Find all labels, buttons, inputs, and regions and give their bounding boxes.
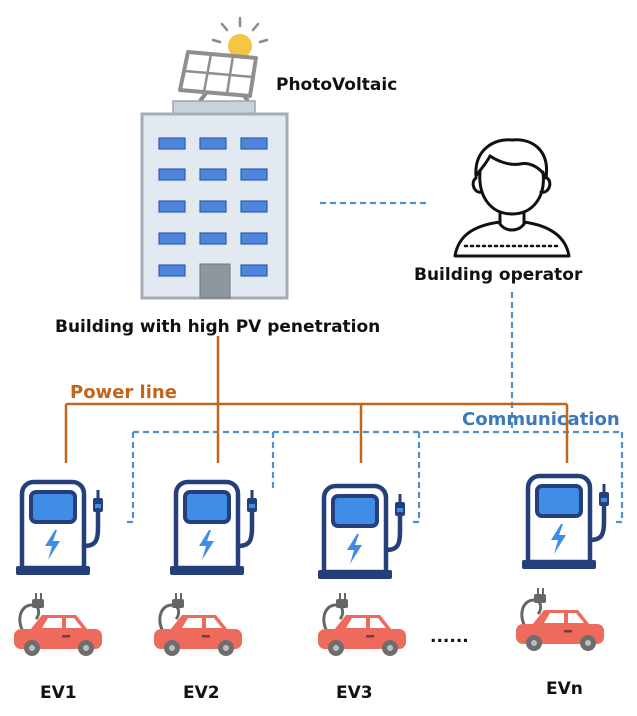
communication-lines — [124, 201, 624, 524]
electric-car-icon — [316, 591, 408, 658]
charging-station-ev2: EV2 — [152, 482, 257, 703]
charging-station-ev1: EV1 — [12, 482, 104, 703]
charging-station-ev3: EV3 — [316, 486, 408, 703]
station-label: EV1 — [40, 683, 77, 703]
power-line-label: Power line — [70, 382, 177, 403]
station-label: EVn — [546, 679, 583, 699]
power-lines — [64, 336, 569, 463]
building-label: Building with high PV penetration — [55, 317, 380, 337]
electric-car-icon — [12, 591, 104, 658]
station-label: EV3 — [336, 683, 373, 703]
more-stations-ellipsis: ...... — [430, 627, 469, 647]
charging-station-icon — [170, 482, 257, 575]
charging-station-icon — [318, 486, 405, 579]
communication-label: Communication — [462, 409, 620, 430]
charging-station-icon — [522, 476, 609, 569]
building-icon — [140, 100, 289, 300]
photovoltaic-panel-icon — [178, 16, 269, 103]
building-operator-icon — [453, 138, 571, 258]
building-operator-label: Building operator — [414, 265, 583, 285]
station-label: EV2 — [183, 683, 220, 703]
electric-car-icon — [152, 591, 244, 658]
charging-station-evn: EVn — [514, 476, 609, 699]
photovoltaic-label: PhotoVoltaic — [276, 75, 397, 95]
charging-station-icon — [16, 482, 103, 575]
electric-car-icon — [514, 586, 606, 653]
